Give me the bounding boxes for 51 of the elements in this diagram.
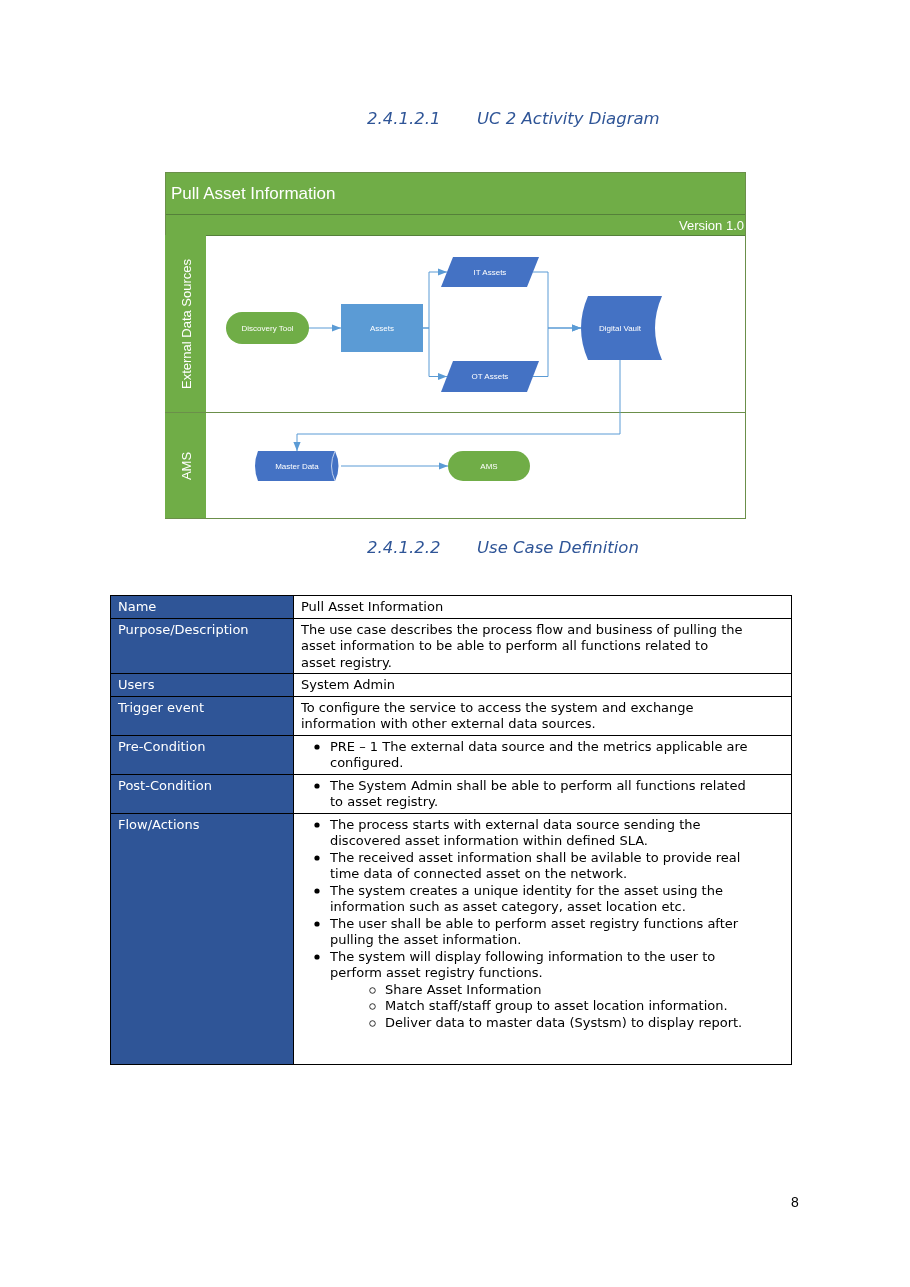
node-label: Discovery Tool <box>241 323 294 333</box>
page-number: 8 <box>791 1194 799 1210</box>
stored-data-shape <box>578 296 662 360</box>
node-label: Digital Vault <box>598 323 642 333</box>
storage-cylinder <box>253 451 341 481</box>
table-header-cell: Post-Condition <box>110 774 294 813</box>
data-parallelogram <box>441 361 539 392</box>
table-header-cell: Flow/Actions <box>110 813 294 1064</box>
list-item: Share Asset Information <box>385 981 543 998</box>
list-item: The system will display following information to the user to perform asset registry functions. <box>330 948 717 982</box>
list-item: The system creates a unique identity for the asset using the information such as asset category, asset location etc. <box>330 882 724 916</box>
arrow <box>532 324 582 377</box>
table-header-cell: Users <box>110 673 294 696</box>
list-item: Deliver data to master data (Systsm) to display report. <box>385 1014 744 1031</box>
node-label: IT Assets <box>473 267 507 277</box>
table-header-cell: Name <box>110 595 294 618</box>
table-cell: System Admin <box>293 673 792 696</box>
version-label: Version 1.0 <box>678 218 744 233</box>
node-label: OT Assets <box>471 372 509 381</box>
table-cell: Pull Asset Information <box>293 595 792 618</box>
section-heading: Use Case Definition <box>477 538 639 557</box>
swimlane-pool <box>165 172 746 519</box>
table-cell: The use case describes the process flow and business of pulling the asset information to be able to perform all functions related to asset registry. <box>293 618 792 674</box>
list-item: The user shall be able to perform asset registry functions after pulling the asset information. <box>330 915 740 949</box>
list-item: Match staff/staff group to asset location information. <box>385 998 729 1015</box>
section-number: 2.4.1.2.2 <box>367 538 441 557</box>
section-number: 2.4.1.2.1 <box>367 109 441 128</box>
arrow <box>340 462 449 470</box>
list-item: The received asset information shall be avilable to provide real time data of connected asset on the network. <box>330 849 742 883</box>
table-cell: To configure the service to access the system and exchange information with other external data sources. <box>293 696 792 735</box>
table-header-cell: Purpose/Description <box>110 618 294 674</box>
node-label: Master Data <box>275 461 319 471</box>
list-item: PRE – 1 The external data source and the metrics applicable are configured. <box>330 738 749 772</box>
data-parallelogram <box>441 257 539 287</box>
arrow <box>422 327 448 381</box>
node-label: Assets <box>370 323 394 333</box>
swimlane-lane <box>165 235 746 413</box>
table-header-cell: Pre-Condition <box>110 735 294 774</box>
list-item: The System Admin shall be able to perform all functions related to asset registry. <box>330 777 747 811</box>
pool-title: Pull Asset Information <box>171 184 336 204</box>
list-item: The process starts with external data source sending the discovered asset information within defined SLA. <box>330 816 702 850</box>
node-label: AMS <box>480 461 498 471</box>
lane-label: External Data Sources <box>178 258 193 389</box>
table-header-cell: Trigger event <box>110 696 294 735</box>
terminator-node <box>226 312 309 344</box>
lane-label: AMS <box>178 451 193 480</box>
terminator-node <box>448 451 530 481</box>
arrow <box>293 359 621 452</box>
section-heading: UC 2 Activity Diagram <box>477 109 660 128</box>
process-box <box>341 304 423 352</box>
arrow <box>308 324 342 332</box>
